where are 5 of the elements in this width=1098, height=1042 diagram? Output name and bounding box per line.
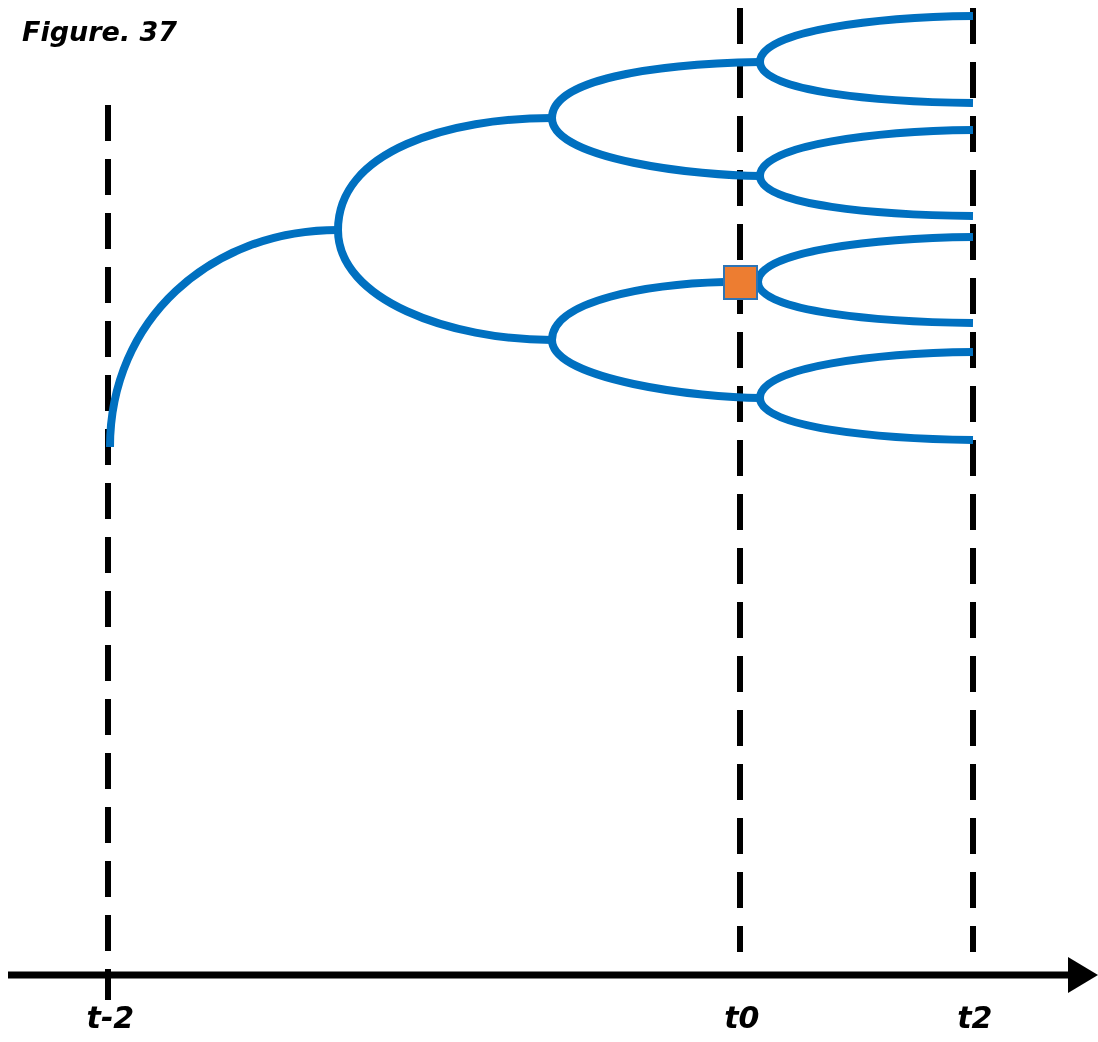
figure-title: Figure. 37: [22, 16, 178, 47]
marker-square: [723, 265, 758, 300]
time-label: t0: [724, 1000, 760, 1035]
time-label: t-2: [86, 1000, 135, 1035]
time-label: t2: [957, 1000, 993, 1035]
